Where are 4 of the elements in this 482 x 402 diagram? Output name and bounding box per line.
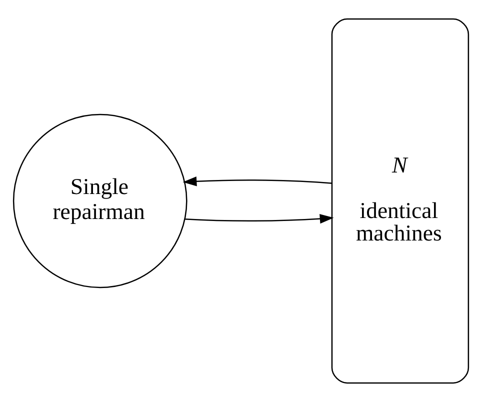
node-circle: Single repairman: [12, 114, 188, 288]
node-box: N identical machines: [331, 18, 470, 384]
arrow: [185, 214, 334, 224]
arrow: [182, 176, 332, 186]
